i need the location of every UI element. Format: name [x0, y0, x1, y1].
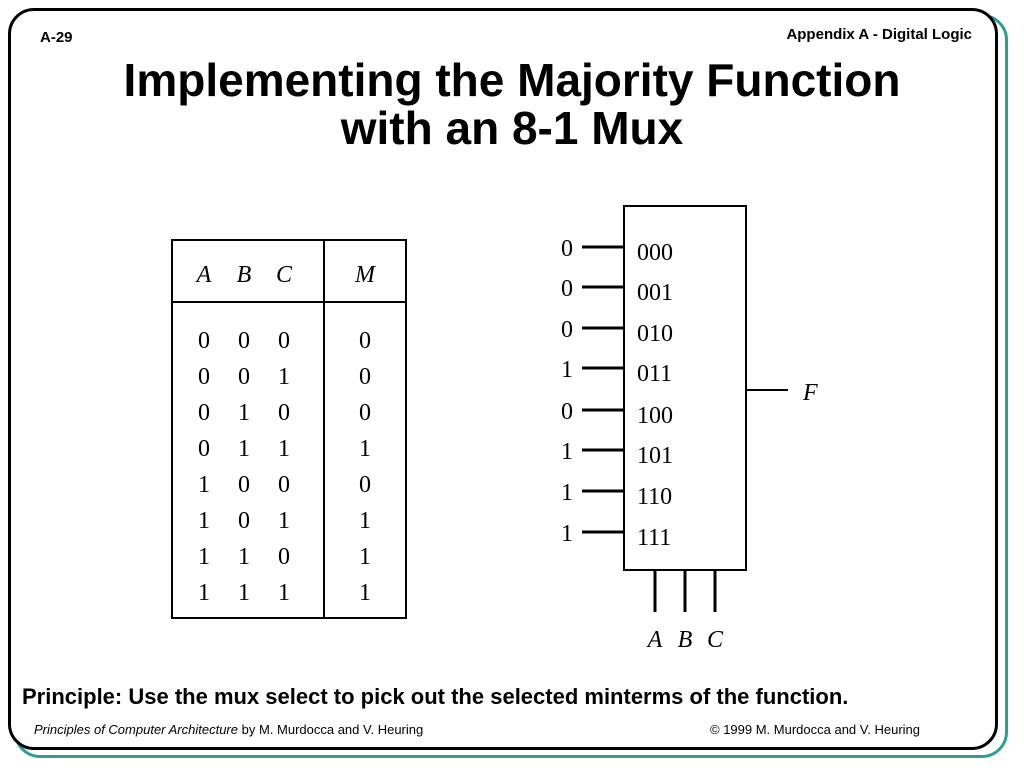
- truth-table-cell: 1: [359, 436, 371, 462]
- byline: by M. Murdocca and V. Heuring: [238, 722, 424, 737]
- mux-input-value: 0: [561, 276, 573, 302]
- truth-table-cell: 1: [359, 580, 371, 606]
- truth-table-cell: 0: [238, 508, 250, 534]
- title-line-1: Implementing the Majority Function: [123, 54, 901, 106]
- mux-input-value: 0: [561, 236, 573, 262]
- truth-table-border: [171, 239, 407, 619]
- truth-table-cell: 1: [238, 436, 250, 462]
- truth-table-cell: 1: [359, 544, 371, 570]
- mux-input-value: 1: [561, 480, 573, 506]
- truth-table-cell: 1: [238, 544, 250, 570]
- mux-input-select-code: 010: [637, 321, 673, 347]
- mux-input-select-code: 101: [637, 443, 673, 469]
- mux-input-value: 0: [561, 399, 573, 425]
- mux-input-select-code: 110: [637, 484, 672, 510]
- slide-number: A-29: [40, 29, 73, 46]
- truth-table-cell: 1: [198, 544, 210, 570]
- footer-copyright: © 1999 M. Murdocca and V. Heuring: [710, 722, 920, 737]
- select-label-b: B: [678, 627, 693, 653]
- mux-input-value: 1: [561, 439, 573, 465]
- truth-table-cell: 0: [238, 328, 250, 354]
- mux-input-value: 0: [561, 317, 573, 343]
- truth-table-cell: 0: [359, 472, 371, 498]
- mux-output-label: F: [802, 380, 818, 406]
- select-label-c: C: [707, 627, 724, 653]
- truth-table-cell: 0: [278, 328, 290, 354]
- truth-table-header-output: M: [354, 262, 377, 288]
- slide-title: Implementing the Majority Function with …: [0, 56, 1024, 152]
- truth-table-cell: 1: [198, 508, 210, 534]
- truth-table-cell: 1: [278, 364, 290, 390]
- truth-table-cell: 0: [238, 364, 250, 390]
- truth-table-cell: 0: [359, 400, 371, 426]
- truth-table-cell: 0: [278, 544, 290, 570]
- truth-table-cell: 0: [278, 400, 290, 426]
- truth-table-header-c: C: [276, 262, 293, 288]
- mux-input-select-code: 111: [637, 525, 671, 551]
- truth-table-cell: 1: [238, 580, 250, 606]
- appendix-title: Appendix A - Digital Logic: [786, 26, 972, 43]
- truth-table-cell: 1: [198, 472, 210, 498]
- truth-table-rows: 0 0 0 0 0 0 1 0 0 1 0 0 0 1 1 1 1 0 0 0 1 0 1 1 1 1 0 1 1 1 1 1: [198, 328, 371, 606]
- mux-input-select-code: 100: [637, 403, 673, 429]
- mux-input-value: 1: [561, 521, 573, 547]
- truth-table-cell: 0: [359, 364, 371, 390]
- truth-table-cell: 0: [359, 328, 371, 354]
- truth-table-header-a: A: [195, 262, 212, 288]
- truth-table-cell: 0: [198, 364, 210, 390]
- footer-credit: Principles of Computer Architecture by M…: [34, 722, 423, 737]
- truth-table-cell: 1: [278, 436, 290, 462]
- truth-table-cell: 1: [359, 508, 371, 534]
- truth-table-cell: 1: [198, 580, 210, 606]
- truth-table-cell: 1: [238, 400, 250, 426]
- truth-table-cell: 1: [278, 508, 290, 534]
- truth-table-cell: 1: [278, 580, 290, 606]
- mux-input-select-code: 001: [637, 280, 673, 306]
- mux-input-select-code: 011: [637, 361, 672, 387]
- truth-table-header-b: B: [237, 262, 252, 288]
- truth-table-cell: 0: [278, 472, 290, 498]
- select-label-a: A: [646, 627, 663, 653]
- mux-input-select-code: 000: [637, 240, 673, 266]
- truth-table-cell: 0: [198, 400, 210, 426]
- truth-table-cell: 0: [238, 472, 250, 498]
- truth-table-cell: 0: [198, 328, 210, 354]
- mux-input-value: 1: [561, 357, 573, 383]
- principle-text: Principle: Use the mux select to pick ou…: [22, 684, 849, 709]
- truth-table-cell: 0: [198, 436, 210, 462]
- title-line-2: with an 8-1 Mux: [340, 102, 684, 154]
- book-title: Principles of Computer Architecture: [34, 722, 238, 737]
